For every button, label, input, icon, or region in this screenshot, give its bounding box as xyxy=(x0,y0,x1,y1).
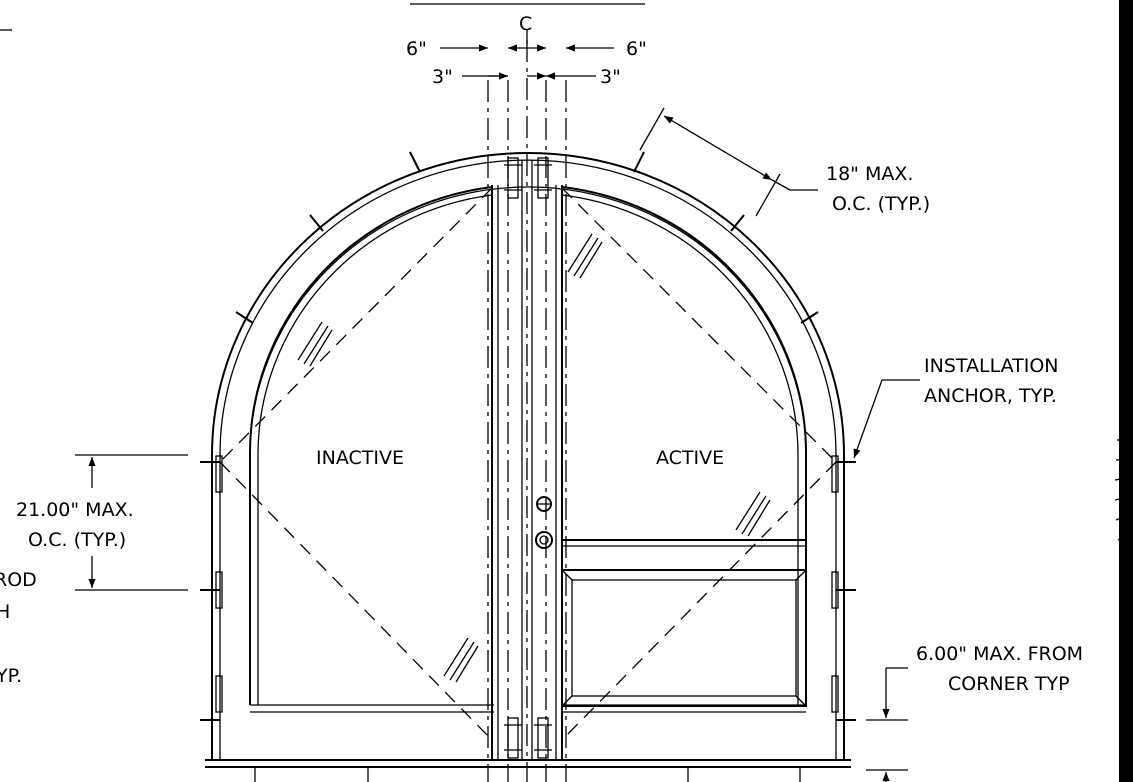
corner-label-line2: CORNER TYP xyxy=(948,673,1070,695)
partial-text-h: H xyxy=(0,601,10,623)
jamb-anchors xyxy=(200,455,856,721)
spacing-21-dimension xyxy=(75,454,188,591)
inner-arch xyxy=(248,186,808,705)
corner-label-line1: 6.00" MAX. FROM xyxy=(916,643,1083,665)
right-border xyxy=(1119,0,1133,782)
spacing-21-label-line1: 21.00" MAX. xyxy=(16,499,134,521)
sill xyxy=(205,704,851,782)
outer-frame xyxy=(211,152,845,760)
lock-hardware xyxy=(535,496,553,549)
inactive-door-label: INACTIVE xyxy=(316,447,404,469)
spacing-21-label-line2: O.C. (TYP.) xyxy=(28,529,126,551)
partial-text-typ: YP. xyxy=(0,665,22,687)
active-door-label: ACTIVE xyxy=(656,447,724,469)
corner-dimension xyxy=(866,667,908,782)
spacing-18-label-line2: O.C. (TYP.) xyxy=(832,193,930,215)
centerline-symbol: C xyxy=(519,13,532,35)
anchor-label-line1: INSTALLATION xyxy=(924,355,1059,377)
top-dimensions xyxy=(440,44,614,80)
dim-6-right: 6" xyxy=(626,38,647,60)
active-lower-panel xyxy=(561,539,807,707)
partial-text-rod: ROD xyxy=(0,569,37,591)
glass-diagonals xyxy=(219,187,837,741)
centerlines xyxy=(487,40,567,782)
glass-hatch-marks xyxy=(297,233,771,683)
dim-3-left: 3" xyxy=(432,66,453,88)
arch-anchors xyxy=(235,151,819,324)
dim-6-left: 6" xyxy=(406,38,427,60)
spacing-18-label-line1: 18" MAX. xyxy=(826,163,913,185)
spacing-18-dimension xyxy=(639,107,818,217)
dim-3-right: 3" xyxy=(600,66,621,88)
flush-bolts xyxy=(504,157,552,759)
anchor-label-line2: ANCHOR, TYP. xyxy=(924,385,1057,407)
